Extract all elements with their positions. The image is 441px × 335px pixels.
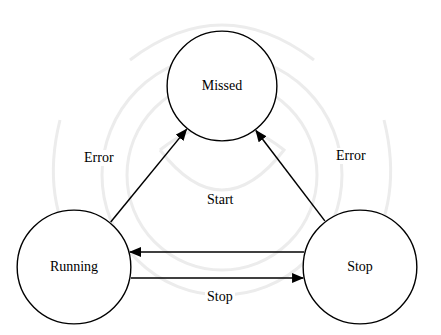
- transition-label: Error: [82, 150, 116, 166]
- state-name: Missed: [202, 78, 242, 94]
- state-circle: Running: [16, 209, 132, 325]
- transition-arrow: [256, 131, 325, 221]
- state-text-group: Missed: [202, 78, 242, 94]
- transition-label: Start: [205, 192, 235, 208]
- transition-label: Stop: [205, 289, 235, 305]
- state-circle: Missed: [166, 30, 278, 142]
- state-text-group: Stop: [347, 259, 373, 275]
- state-circle: Stop: [302, 209, 418, 325]
- transition-arrow: [130, 251, 304, 253]
- transition-arrow: [111, 129, 187, 222]
- state-text-group: Running: [50, 259, 98, 275]
- transition-arrow: [131, 277, 303, 279]
- state-name: Running: [50, 259, 98, 275]
- transition-label: Error: [334, 148, 368, 164]
- state-name: Stop: [347, 259, 373, 275]
